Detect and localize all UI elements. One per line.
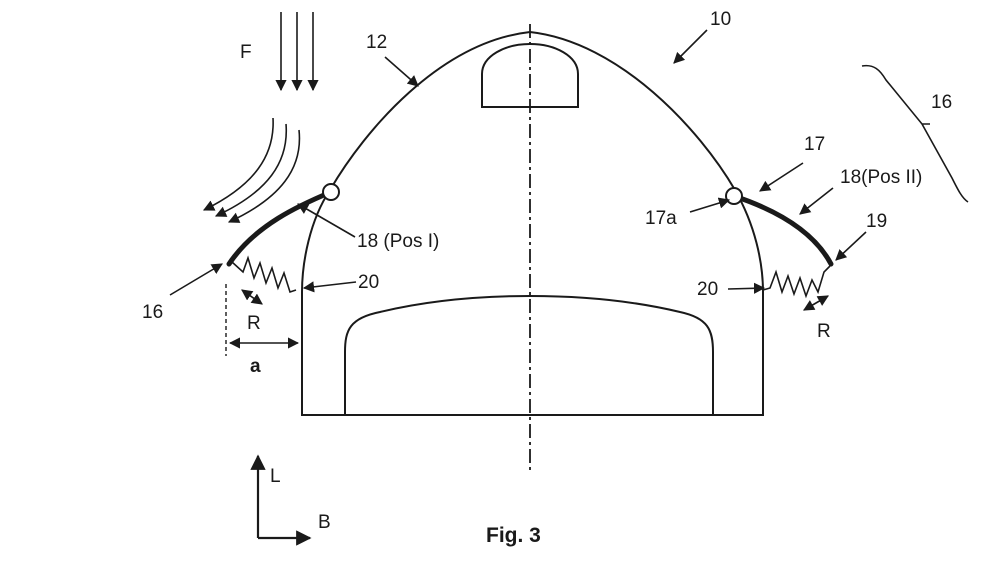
body-outline — [301, 30, 764, 416]
label-18-pos-i: 18 (Pos I) — [357, 231, 439, 252]
label-16-left: 16 — [142, 302, 163, 323]
left-flap-assembly — [225, 183, 340, 356]
airflow-lines — [202, 117, 301, 223]
leader-lines — [169, 29, 867, 296]
label-axis-b: B — [318, 512, 331, 533]
label-16-bracket: 16 — [931, 92, 952, 113]
label-20-right: 20 — [697, 279, 718, 300]
right-spring — [762, 265, 831, 299]
force-arrows — [275, 12, 319, 92]
cabin-floor-shape — [344, 294, 714, 415]
r-right-arrow — [803, 295, 829, 311]
label-17: 17 — [804, 134, 825, 155]
label-axis-l: L — [270, 466, 281, 487]
label-a: a — [250, 356, 261, 377]
r-left-arrow — [241, 289, 263, 305]
label-r-right: R — [817, 321, 831, 342]
right-flap — [731, 193, 834, 267]
left-flap — [226, 189, 334, 267]
coordinate-axes — [250, 454, 312, 546]
vehicle-body — [301, 24, 764, 470]
label-10: 10 — [710, 9, 731, 30]
label-r-left: R — [247, 313, 261, 334]
bracket-16 — [861, 64, 969, 203]
right-flap-assembly — [725, 187, 834, 311]
figure-caption: Fig. 3 — [486, 524, 541, 547]
label-17a: 17a — [645, 208, 677, 229]
label-19: 19 — [866, 211, 887, 232]
label-force: F — [240, 42, 252, 63]
label-12: 12 — [366, 32, 387, 53]
left-hinge — [322, 183, 340, 201]
left-spring — [231, 255, 297, 294]
label-20-left: 20 — [358, 272, 379, 293]
right-hinge — [725, 187, 743, 205]
label-18-pos-ii: 18(Pos II) — [840, 167, 922, 188]
